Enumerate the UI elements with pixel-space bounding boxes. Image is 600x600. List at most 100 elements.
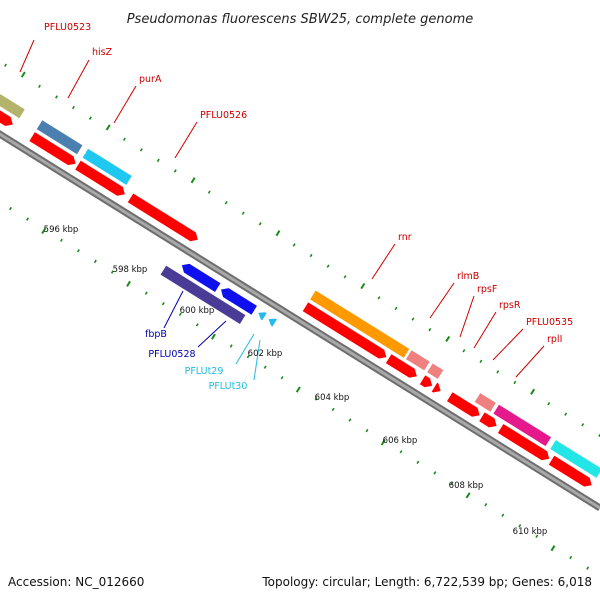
leader-line	[19, 39, 35, 73]
tick-mark	[9, 206, 12, 211]
cds-arrow-pflu0526	[126, 192, 199, 242]
gene-label-rlmb: rlmB	[457, 271, 479, 282]
tick-mark	[178, 312, 182, 317]
tick-mark	[190, 177, 196, 184]
gene-labels: PFLU0523hisZpurAPFLU0526rnrrlmBrpsFrpsRP…	[44, 22, 573, 392]
tick-mark	[513, 380, 517, 385]
accession-text: Accession: NC_012660	[8, 575, 144, 589]
gene-label-rpsf: rpsF	[477, 284, 497, 295]
genome-backbone-highlight	[0, 132, 600, 510]
gene-band-pflu0528	[159, 264, 247, 325]
kbp-label: 598 kbp	[113, 265, 148, 275]
leader-line	[235, 333, 255, 365]
gene-band-rnr	[309, 289, 411, 359]
tick-mark	[26, 217, 29, 221]
tick-mark	[348, 418, 352, 422]
tick-mark	[72, 105, 75, 110]
leader-line	[515, 345, 545, 378]
tick-mark	[314, 397, 318, 401]
tick-mark	[365, 428, 369, 433]
leader-line	[197, 320, 227, 348]
tick-mark	[20, 71, 26, 78]
tick-mark	[399, 450, 403, 454]
tick-mark	[535, 534, 539, 539]
cds-arrow-rpsf-a	[418, 374, 433, 388]
tick-mark	[4, 63, 7, 67]
tick-marks	[4, 63, 600, 570]
gene-label-pflu0526: PFLU0526	[200, 110, 247, 121]
kbp-label: 604 kbp	[315, 393, 350, 403]
tick-mark	[433, 471, 437, 475]
tick-mark	[465, 492, 471, 499]
tick-mark	[156, 158, 160, 163]
tick-mark	[275, 230, 281, 237]
kbp-label: 596 kbp	[44, 225, 79, 235]
leader-line	[253, 339, 261, 381]
gene-label-rpli: rplI	[547, 334, 562, 345]
map-title: Pseudomonas fluorescens SBW25, complete …	[127, 12, 474, 27]
tick-mark	[496, 370, 500, 374]
trna-pflut29	[257, 311, 268, 322]
gene-band-rpsr	[473, 392, 497, 413]
tick-mark	[241, 211, 245, 215]
tick-mark	[280, 376, 284, 380]
tick-mark	[161, 301, 165, 306]
tick-mark	[416, 460, 420, 465]
gene-band-pura	[81, 147, 133, 186]
tick-mark	[122, 137, 126, 141]
gene-label-fbpb: fbpB	[145, 329, 167, 340]
cds-arrow-rlmb	[385, 353, 418, 379]
tick-mark	[224, 200, 228, 205]
kbp-label: 608 kbp	[449, 481, 484, 491]
cds-arrow-rpli-a	[497, 423, 550, 461]
tick-mark	[428, 327, 432, 332]
gene-band-pflu0523	[0, 93, 26, 120]
tick-mark	[38, 84, 41, 89]
tick-mark	[331, 407, 335, 412]
leader-line	[113, 85, 137, 124]
genome-info-text: Topology: circular; Length: 6,722,539 bp…	[261, 575, 592, 589]
gene-label-pura: purA	[139, 74, 162, 85]
cds-arrow-pflu0535	[478, 411, 498, 429]
gene-band-pflu0535	[492, 403, 552, 447]
gene-band-fbpb	[181, 263, 222, 293]
label-leaders	[19, 39, 545, 381]
kbp-label: 602 kbp	[248, 349, 283, 359]
tick-mark	[292, 243, 296, 247]
tick-mark	[105, 124, 111, 131]
leader-line	[492, 328, 524, 361]
cds-arrow-hisz	[28, 131, 77, 166]
tick-mark	[564, 412, 568, 416]
tick-mark	[411, 317, 415, 321]
gene-label-rpsr: rpsR	[499, 300, 521, 311]
tick-mark	[445, 335, 451, 342]
tick-mark	[126, 280, 131, 287]
cds-arrow-rnr	[301, 301, 388, 360]
tick-mark	[586, 566, 590, 570]
tick-mark	[55, 95, 58, 99]
kbp-label: 606 kbp	[383, 436, 418, 446]
tick-mark	[377, 296, 381, 300]
gene-band-rpsf	[426, 362, 445, 380]
cds-arrow-pflu0523	[0, 109, 14, 127]
gene-label-pflu0523: PFLU0523	[44, 22, 91, 33]
gene-band-rpli	[549, 439, 600, 479]
tick-mark	[450, 481, 454, 486]
tick-mark	[394, 306, 398, 311]
gene-band-fbpb-2	[220, 287, 258, 316]
gene-band-hisz	[35, 119, 84, 156]
tick-mark	[195, 323, 199, 327]
gene-label-rnr: rnr	[398, 232, 412, 243]
cds-arrow-pura	[74, 159, 126, 197]
cds-arrow-rpsr	[446, 391, 481, 418]
tick-mark	[229, 344, 233, 348]
tick-mark	[207, 190, 211, 194]
tick-mark	[530, 388, 536, 395]
tick-mark	[144, 291, 148, 295]
tick-mark	[380, 439, 386, 446]
gene-label-hisz: hisZ	[92, 47, 113, 58]
tick-mark	[550, 545, 556, 552]
tick-mark	[60, 238, 63, 242]
leader-line	[429, 282, 455, 319]
